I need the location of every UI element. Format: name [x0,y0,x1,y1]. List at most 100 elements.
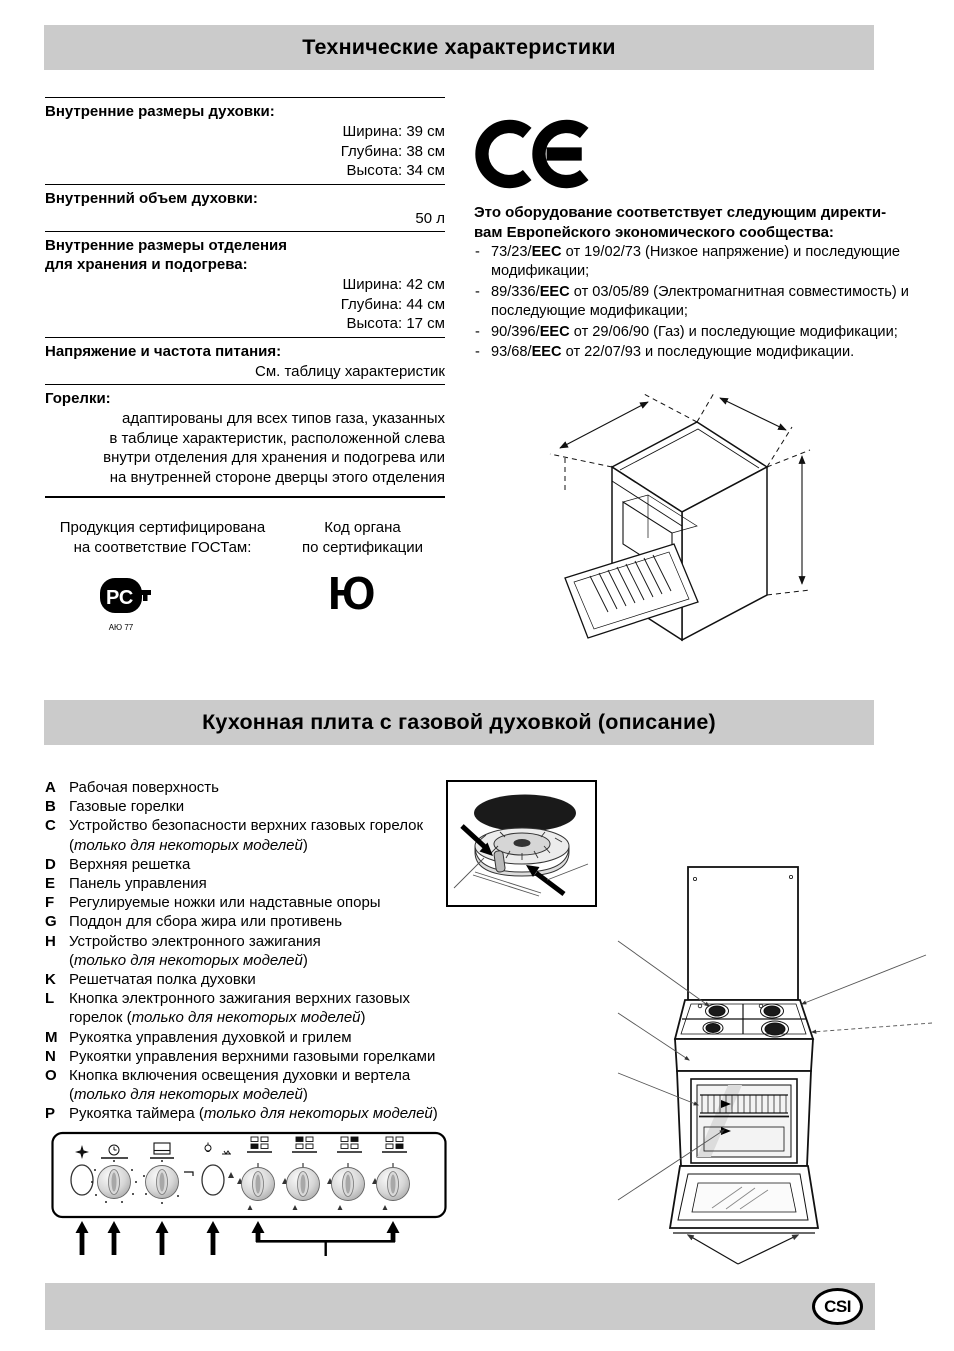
part-letter: O [45,1067,57,1085]
spec-values: адаптированы для всех типов газа, указан… [103,410,445,486]
part-letter: C [45,817,56,835]
directive-eec: EEC [531,344,562,361]
part-letter: H [45,932,56,950]
parts-list: A Рабочая поверхность B Газовые горелки … [45,778,465,1124]
directive-number: 89/336/ [491,283,540,300]
part-letter: G [45,913,57,931]
specs-column: Внутренние размеры духовки: Ширина: 39 с… [45,97,445,498]
spec-values: См. таблицу характеристик [255,362,445,380]
parts-list-item: F Регулируемые ножки или надставные опор… [45,893,465,912]
page-title: Технические характеристики [44,25,874,70]
directive-text: от 03/05/89 (Электромагнитная совместимо… [491,283,909,320]
timer-knob [91,1144,137,1203]
part-description: Решетчатая полка духовки [69,971,256,989]
part-description: Поддон для сбора жира или противень [69,913,343,931]
footer-bar: CSI [45,1283,875,1330]
part-description: Верхняя решетка [69,855,191,873]
burner-cap-icon [474,794,576,832]
bullet-dash: - [475,344,480,361]
oven-cavity [690,1078,798,1164]
parts-list-item: G Поддон для сбора жира или противень [45,912,465,931]
directives-list: - 73/23/EEC от 19/02/73 (Низкое напряжен… [474,243,910,363]
part-letter: P [45,1105,56,1123]
section-title: Кухонная плита с газовой духовкой (описа… [44,700,874,745]
parts-list-item: P Рукоятка таймера (только для некоторых… [45,1104,465,1123]
rotisserie-icon [222,1150,231,1155]
part-description: Устройство электронного зажигания(только… [69,932,321,969]
parts-list-item: K Решетчатая полка духовки [45,970,465,989]
parts-list-item: O Кнопка включения освещения духовки и в… [45,1066,465,1104]
feet-arrows [686,1234,800,1265]
burner-closeup-drawing [446,780,597,907]
ce-intro: Это оборудование соответствует следующим… [474,204,887,241]
bullet-dash: - [475,283,480,300]
yu-certification-mark: Ю [328,567,376,619]
spec-heading: Внутренние размеры духовки: [45,103,275,120]
part-description: Регулируемые ножки или надставные опоры [69,894,381,912]
burner-icon [702,1003,789,1038]
directive-eec: EEC [539,323,570,340]
parts-list-item: B Газовые горелки [45,797,465,816]
directive-text: от 19/02/73 (Низкое напряжение) и послед… [491,244,901,280]
spec-sections: Внутренние размеры духовки: Ширина: 39 с… [45,97,445,496]
part-letter: B [45,798,56,816]
parts-list-item: L Кнопка электронного зажигания верхних … [45,989,465,1027]
leader-lines [617,940,933,1201]
directive-text: от 22/07/93 и последующие модификации. [561,344,855,361]
directive-item: - 89/336/EEC от 03/05/89 (Электромагнитн… [474,283,910,322]
control-panel-drawing [51,1131,447,1256]
part-letter: D [45,855,56,873]
spec-section: Горелки: адаптированы для всех типов газ… [45,384,445,496]
oven-knob [143,1142,194,1204]
burner-knob-1 [237,1136,275,1210]
part-letter: F [45,894,55,912]
part-letter: L [45,990,55,1008]
directive-eec: EEC [539,283,570,300]
clock-icon [101,1144,128,1159]
parts-list-item: A Рабочая поверхность [45,778,465,797]
directive-eec: EEC [531,244,562,260]
spec-heading: Внутренний объем духовки: [45,189,258,207]
parts-list-item: N Рукоятки управления верхними газовыми … [45,1047,465,1066]
burner-body-icon [474,827,570,877]
bullet-dash: - [475,323,480,340]
callout-arrows [75,1221,400,1256]
part-letter: A [45,779,56,796]
oven-door-open [668,1165,820,1234]
ignition-button [70,1145,94,1196]
part-description: Рукоятка управления духовкой и грилем [69,1028,352,1046]
part-description: Рукоятка таймера (только для некоторых м… [69,1105,438,1123]
lamp-icon [204,1142,212,1152]
part-letter: N [45,1047,56,1065]
directive-item: - 93/68/EEC от 22/07/93 и последующие мо… [474,343,910,362]
spark-icon [75,1145,89,1159]
burner-knob-4 [372,1136,410,1210]
directive-text: от 29/06/90 (Газ) и последующие модифика… [569,323,898,340]
spec-section: Внутренний объем духовки: 50 л [45,183,445,232]
divider [45,496,445,498]
rst-code-label: АЮ 77 [109,623,134,632]
parts-list-item: H Устройство электронного зажигания(толь… [45,932,465,970]
part-description: Кнопка электронного зажигания верхних га… [69,990,410,1027]
stove-front-drawing [617,866,933,1265]
burner-knob-2 [282,1136,320,1210]
parts-list-item: D Верхняя решетка [45,855,465,874]
spec-heading: Напряжение и частота питания: [45,342,282,360]
ce-mark-icon [475,119,589,189]
bullet-dash: - [475,244,480,260]
directive-item: - 90/396/EEC от 29/06/90 (Газ) и последу… [474,323,910,342]
stove-lid [687,866,799,1001]
spec-section: Напряжение и частота питания: См. таблиц… [45,336,445,385]
divider [45,231,445,232]
part-letter: M [45,1028,58,1046]
parts-list-item: E Панель управления [45,874,465,893]
burner-knob-3 [327,1136,365,1210]
divider [45,336,445,338]
oven-dimensions-drawing [549,392,811,642]
